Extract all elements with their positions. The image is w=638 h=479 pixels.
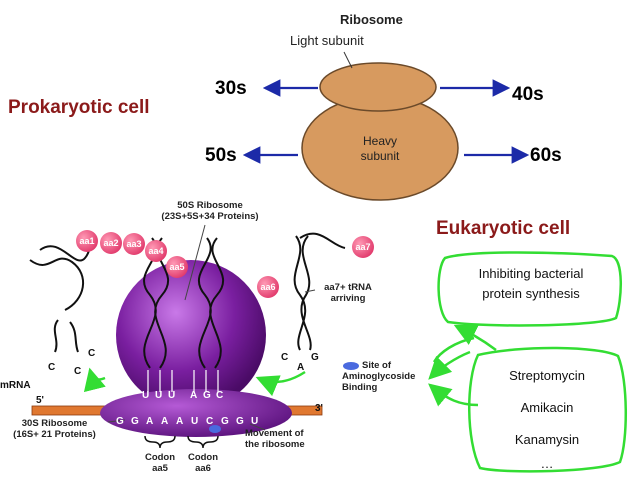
codon-brace-aa5	[144, 435, 176, 449]
right-anticodon-2: A	[297, 362, 305, 373]
codon-top-letter: C	[216, 390, 224, 401]
codon-aa5-line-1: Codon	[144, 452, 176, 463]
heavy-line-2: subunit	[360, 149, 400, 163]
codon-top-letter: U	[142, 390, 150, 401]
mrna-letter: G	[116, 416, 124, 427]
codon-brace-aa6	[187, 435, 219, 449]
heavy-subunit-label: Heavy subunit	[355, 134, 405, 164]
trna-arriving-line-1: aa7+ tRNA	[324, 282, 372, 293]
left-anticodon-3: C	[74, 366, 82, 377]
right-anticodon-1: C	[281, 352, 289, 363]
mrna-letter: G	[221, 416, 229, 427]
size-40s: 40s	[512, 84, 544, 105]
left-anticodon-2: C	[48, 362, 56, 373]
inhibit-line-2: protein synthesis	[482, 286, 580, 301]
inhibit-text: Inhibiting bacterial protein synthesis	[446, 264, 616, 304]
aa3-ball: aa3	[123, 233, 145, 255]
mrna-label: mRNA	[0, 380, 31, 391]
codon-top-letter: G	[203, 390, 211, 401]
small-ribosome-label: 30S Ribosome (16S+ 21 Proteins)	[2, 418, 107, 440]
heavy-line-1: Heavy	[362, 134, 397, 148]
arriving-trna	[293, 232, 346, 351]
exiting-trna	[29, 234, 96, 353]
size-50s: 50s	[205, 145, 237, 166]
movement-line-2: the ribosome	[245, 439, 305, 450]
codon-top-letter: U	[168, 390, 176, 401]
binding-site-line-2: Aminoglycoside	[342, 371, 416, 382]
aa4-ball: aa4	[145, 240, 167, 262]
ribosome-title: Ribosome	[340, 12, 403, 27]
binding-site-line-3: Binding	[342, 382, 378, 393]
three-prime-label: 3'	[315, 403, 323, 414]
site-to-inhibit-arrow	[428, 350, 471, 380]
30s-label-pointer	[107, 419, 126, 423]
binding-site-legend	[343, 362, 359, 370]
large-subunit-sphere	[116, 260, 266, 410]
mrna-letter: A	[161, 416, 169, 427]
right-anticodon-3: G	[311, 352, 319, 363]
left-anticodon-1: C	[88, 348, 96, 359]
aa1-ball: aa1	[76, 230, 98, 252]
binding-site-label: Site of Aminoglycoside Binding	[342, 360, 422, 393]
codon-top-letter: U	[155, 390, 163, 401]
inhibit-line-1: Inhibiting bacterial	[478, 266, 584, 281]
drug-item: …	[540, 456, 554, 471]
codon-top-letter: A	[190, 390, 198, 401]
aa5-ball: aa5	[166, 256, 188, 278]
large-ribosome-line-1: 50S Ribosome	[177, 200, 243, 211]
entry-arrow	[255, 370, 306, 397]
drugs-list: Streptomycin Amikacin Kanamysin …	[472, 360, 622, 472]
trna-arriving-label: aa7+ tRNA arriving	[318, 282, 378, 304]
large-ribosome-label: 50S Ribosome (23S+5S+34 Proteins)	[150, 200, 270, 222]
light-subunit-label: Light subunit	[290, 33, 364, 48]
mrna-letter: U	[251, 416, 259, 427]
drug-item: Streptomycin	[509, 368, 585, 383]
drugs-to-site-arrow	[428, 383, 479, 407]
drugs-box-outline	[468, 346, 628, 473]
size-30s: 30s	[215, 78, 247, 99]
binding-site-marker	[209, 425, 221, 433]
movement-line-1: Movement of	[245, 428, 304, 439]
light-subunit-pointer	[343, 51, 353, 69]
drug-item: Kanamysin	[514, 432, 580, 447]
codon-ticks	[147, 370, 219, 392]
codon-aa6-line-1: Codon	[187, 452, 219, 463]
five-prime-label: 5'	[36, 395, 44, 406]
movement-label: Movement of the ribosome	[245, 428, 325, 450]
small-ribosome-line-1: 30S Ribosome	[21, 418, 88, 429]
50s-label-pointer	[184, 224, 206, 301]
codon-aa6-line-2: aa6	[195, 463, 211, 474]
trna-arriving-pointer	[304, 289, 316, 293]
small-ribosome-line-2: (16S+ 21 Proteins)	[13, 429, 96, 440]
large-ribosome-line-2: (23S+5S+34 Proteins)	[161, 211, 259, 222]
mrna-letter: C	[206, 416, 214, 427]
aa6-ball: aa6	[257, 276, 279, 298]
trna-arriving-line-2: arriving	[330, 293, 366, 304]
aa7-ball: aa7	[352, 236, 374, 258]
small-subunit-ellipse	[100, 389, 292, 437]
drugs-to-inhibit-arrowhead	[453, 324, 497, 352]
inhibit-box-outline	[437, 251, 623, 327]
size-60s: 60s	[530, 145, 562, 166]
mrna-letter: G	[131, 416, 139, 427]
drug-item: Amikacin	[520, 400, 574, 415]
codon-aa5-line-2: aa5	[152, 463, 168, 474]
mrna-letter: G	[236, 416, 244, 427]
binding-site-line-1: Site of	[362, 360, 392, 371]
exit-arrow	[83, 367, 106, 393]
mrna-letter: A	[176, 416, 184, 427]
mrna-letter: A	[146, 416, 154, 427]
mrna-letter: U	[191, 416, 199, 427]
ribosome-light-subunit	[319, 62, 437, 112]
codon-aa6-label: Codon aa6	[183, 452, 223, 474]
prokaryotic-cell-label: Prokaryotic cell	[8, 97, 150, 118]
aa2-ball: aa2	[100, 232, 122, 254]
eukaryotic-cell-label: Eukaryotic cell	[436, 218, 571, 239]
codon-aa5-label: Codon aa5	[140, 452, 180, 474]
movement-pointer	[249, 423, 266, 431]
